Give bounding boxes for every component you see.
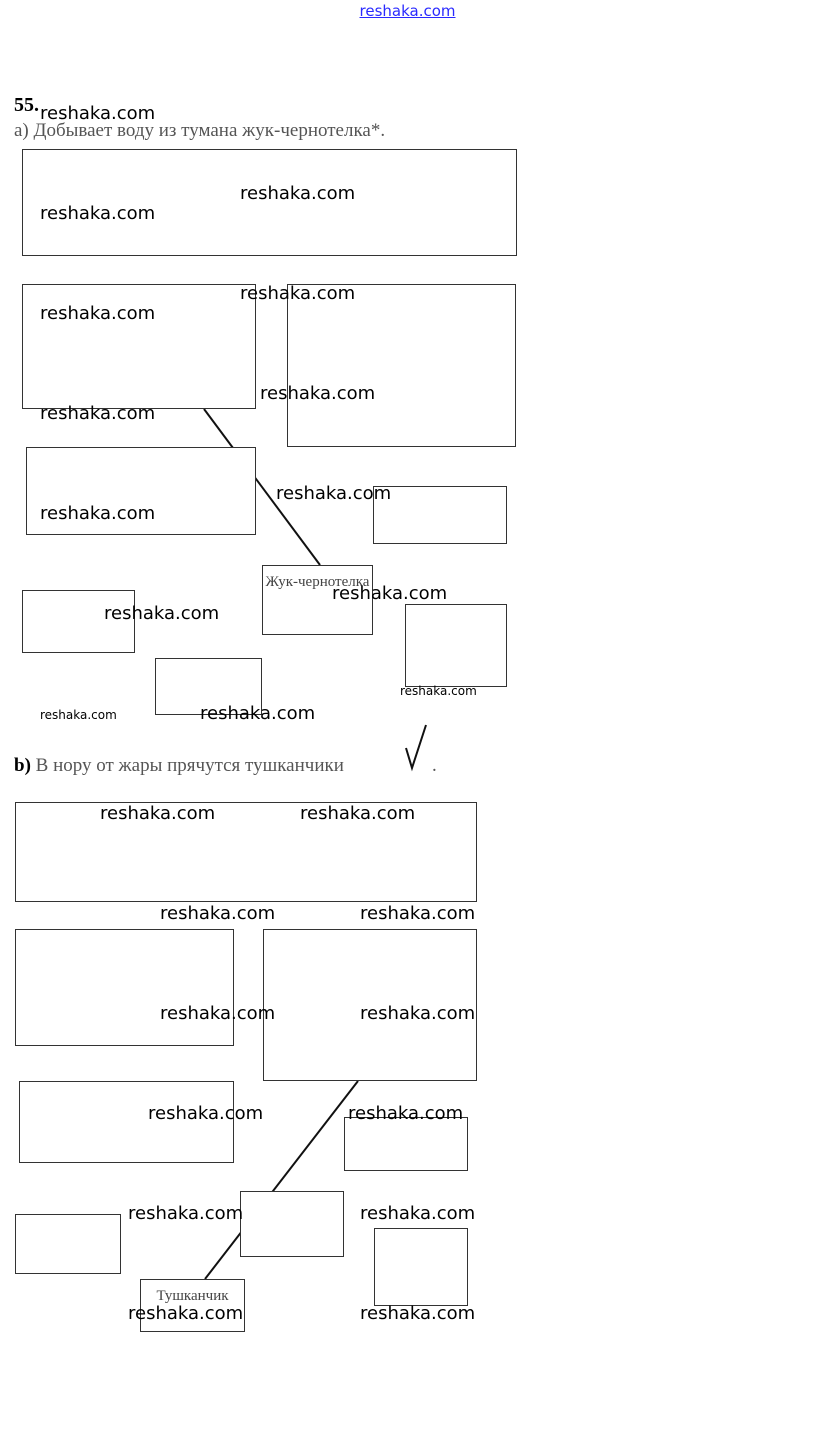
watermark: reshaka.com <box>300 803 416 824</box>
empty-answer-box <box>344 1117 468 1171</box>
empty-answer-box <box>287 284 516 447</box>
site-link[interactable]: reshaka.com <box>359 2 456 20</box>
empty-answer-box <box>155 658 262 715</box>
part-a-heading: а) Добывает воду из тумана жук-чернотелк… <box>14 120 386 141</box>
check-mark-icon <box>405 724 427 772</box>
empty-answer-box <box>15 1214 121 1274</box>
empty-answer-box <box>374 1228 468 1306</box>
empty-answer-box <box>263 929 477 1081</box>
watermark: reshaka.com <box>40 503 156 524</box>
part-b-end: . <box>432 755 437 776</box>
watermark: reshaka.com <box>260 383 376 404</box>
empty-answer-box <box>15 929 234 1046</box>
watermark: reshaka.com <box>40 303 156 324</box>
empty-answer-box <box>22 149 517 256</box>
task-number: 55. <box>14 94 39 116</box>
watermark: reshaka.com <box>360 1203 476 1224</box>
empty-answer-box <box>26 447 256 535</box>
empty-answer-box <box>22 284 256 409</box>
watermark: reshaka.com <box>40 708 117 722</box>
empty-answer-box <box>22 590 135 653</box>
empty-answer-box <box>240 1191 344 1257</box>
connector-line-a <box>203 408 321 566</box>
connector-line-b <box>204 1080 359 1280</box>
watermark: reshaka.com <box>360 1003 476 1024</box>
empty-answer-box <box>15 802 477 902</box>
watermark: reshaka.com <box>200 703 316 724</box>
watermark: reshaka.com <box>160 1003 276 1024</box>
watermark: reshaka.com <box>104 603 220 624</box>
watermark: reshaka.com <box>40 103 156 124</box>
center-box: Жук-чернотелка <box>262 565 373 635</box>
center-box: Тушканчик <box>140 1279 245 1332</box>
watermark: reshaka.com <box>348 1103 464 1124</box>
watermark: reshaka.com <box>40 403 156 424</box>
watermark: reshaka.com <box>240 283 356 304</box>
watermark: reshaka.com <box>148 1103 264 1124</box>
watermark: reshaka.com <box>400 684 477 698</box>
watermark: reshaka.com <box>360 1303 476 1324</box>
empty-answer-box <box>373 486 507 544</box>
watermark: reshaka.com <box>360 903 476 924</box>
watermark: reshaka.com <box>40 203 156 224</box>
part-b-heading: b) В нору от жары прячутся тушканчики <box>14 755 344 777</box>
part-b-text: В нору от жары прячутся тушканчики <box>30 755 344 776</box>
watermark: reshaka.com <box>128 1303 244 1324</box>
watermark: reshaka.com <box>160 903 276 924</box>
watermark: reshaka.com <box>276 483 392 504</box>
watermark: reshaka.com <box>332 583 448 604</box>
watermark: reshaka.com <box>128 1203 244 1224</box>
part-b-letter: b) <box>14 755 31 776</box>
empty-answer-box <box>405 604 507 687</box>
watermark: reshaka.com <box>240 183 356 204</box>
empty-answer-box <box>19 1081 234 1163</box>
watermark: reshaka.com <box>100 803 216 824</box>
